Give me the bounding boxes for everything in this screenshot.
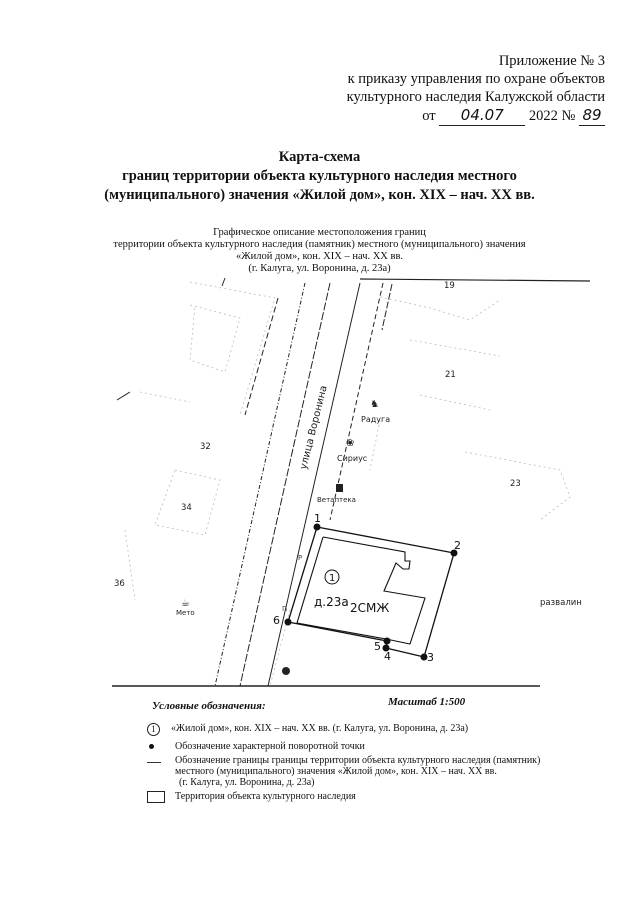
- street-label: улица Воронина: [298, 385, 329, 471]
- appendix-header: Приложение № 3 к приказу управления по о…: [347, 52, 605, 126]
- object-marker: [324, 569, 340, 585]
- paw-icon: ❀: [346, 438, 354, 449]
- map-scale: Масштаб 1:500: [388, 696, 466, 708]
- svg-text:4: 4: [384, 650, 391, 663]
- svg-text:Радуга: Радуга: [361, 415, 390, 424]
- cafe-cup-icon: ☕: [181, 598, 190, 609]
- pharmacy-icon: [336, 484, 343, 492]
- watering-can-icon: [282, 667, 290, 675]
- order-reference: к приказу управления по охране объектов: [347, 71, 605, 87]
- title-line-3: (муниципального) значения «Жилой дом», к…: [104, 187, 535, 203]
- building-number: д.23а: [314, 595, 349, 609]
- object-number: 1: [329, 573, 335, 584]
- poi-meto: ☕ Мето: [176, 598, 195, 617]
- legend-item-point: Обозначение характерной поворотной точки: [147, 741, 365, 752]
- subtitle-line-2: территории объекта культурного наследия …: [113, 239, 526, 250]
- object-circle-icon: 1: [147, 723, 160, 736]
- rocking-horse-icon: ♞: [370, 399, 379, 410]
- svg-text:21: 21: [445, 370, 456, 380]
- turning-point-icon: [149, 744, 154, 749]
- order-date-line: от 04.07 2022 № 89: [347, 106, 605, 126]
- street-lines: [116, 277, 393, 687]
- svg-text:23: 23: [510, 479, 521, 489]
- boundary-points: [284, 523, 458, 661]
- handwritten-date: 04.07: [460, 106, 504, 124]
- svg-text:34: 34: [181, 503, 192, 513]
- svg-text:5: 5: [374, 640, 381, 653]
- legend-item-object: 1 «Жилой дом», кон. XIX – нач. XX вв. (г…: [147, 723, 468, 736]
- legend-title: Условные обозначения:: [152, 700, 266, 712]
- title-line-1: Карта-схема: [278, 149, 361, 165]
- subtitle-line-1: Графическое описание местоположения гран…: [213, 227, 426, 238]
- title-line-2: границ территории объекта культурного на…: [122, 168, 517, 184]
- subtitle-line-4: (г. Калуга, ул. Воронина, д. 23а): [248, 263, 391, 274]
- svg-text:32: 32: [200, 442, 211, 452]
- order-authority: культурного наследия Калужской области: [346, 89, 605, 105]
- map-description: Графическое описание местоположения гран…: [0, 227, 639, 275]
- poi-vetapteka: Ветаптека: [317, 484, 356, 504]
- subtitle-line-3: «Жилой дом», кон. XIX – нач. XX вв.: [235, 251, 404, 262]
- small-label-p: П: [282, 605, 287, 613]
- svg-text:Ветаптека: Ветаптека: [317, 496, 356, 504]
- svg-text:19: 19: [444, 281, 455, 291]
- ruins-label: развалин: [540, 598, 582, 608]
- svg-text:Сириус: Сириус: [337, 454, 367, 463]
- svg-text:6: 6: [273, 614, 280, 627]
- svg-text:2: 2: [454, 539, 461, 552]
- building-type: 2СМЖ: [350, 601, 389, 615]
- handwritten-number: 89: [582, 106, 602, 124]
- appendix-number: Приложение № 3: [498, 53, 605, 69]
- order-year: 2022 №: [528, 108, 576, 124]
- boundary-line-icon: [147, 762, 161, 763]
- parcel-outlines: [124, 281, 571, 687]
- house-numbers: 19 21 23 32 34 36: [114, 281, 521, 589]
- svg-text:3: 3: [427, 651, 434, 664]
- document-title: Карта-схема границ территории объекта ку…: [0, 148, 639, 205]
- territory-square-icon: [147, 791, 165, 803]
- poi-sirius: ❀ Сириус: [337, 438, 367, 463]
- site-map: улица Воронина 19 21 23 32 34 36 ♞ Радуг…: [112, 277, 591, 687]
- point-labels: 1 2 3 4 5 6: [273, 512, 461, 664]
- small-label-r: Р: [298, 554, 302, 562]
- svg-text:36: 36: [114, 579, 125, 589]
- legend-item-boundary: Обозначение границы границы территории о…: [147, 755, 540, 788]
- svg-text:1: 1: [314, 512, 321, 525]
- legend-item-territory: Территория объекта культурного наследия: [147, 791, 356, 806]
- date-prefix: от: [422, 108, 436, 124]
- poi-raduga: ♞ Радуга: [361, 399, 390, 424]
- svg-text:Мето: Мето: [176, 609, 195, 617]
- territory-boundary: [287, 526, 455, 658]
